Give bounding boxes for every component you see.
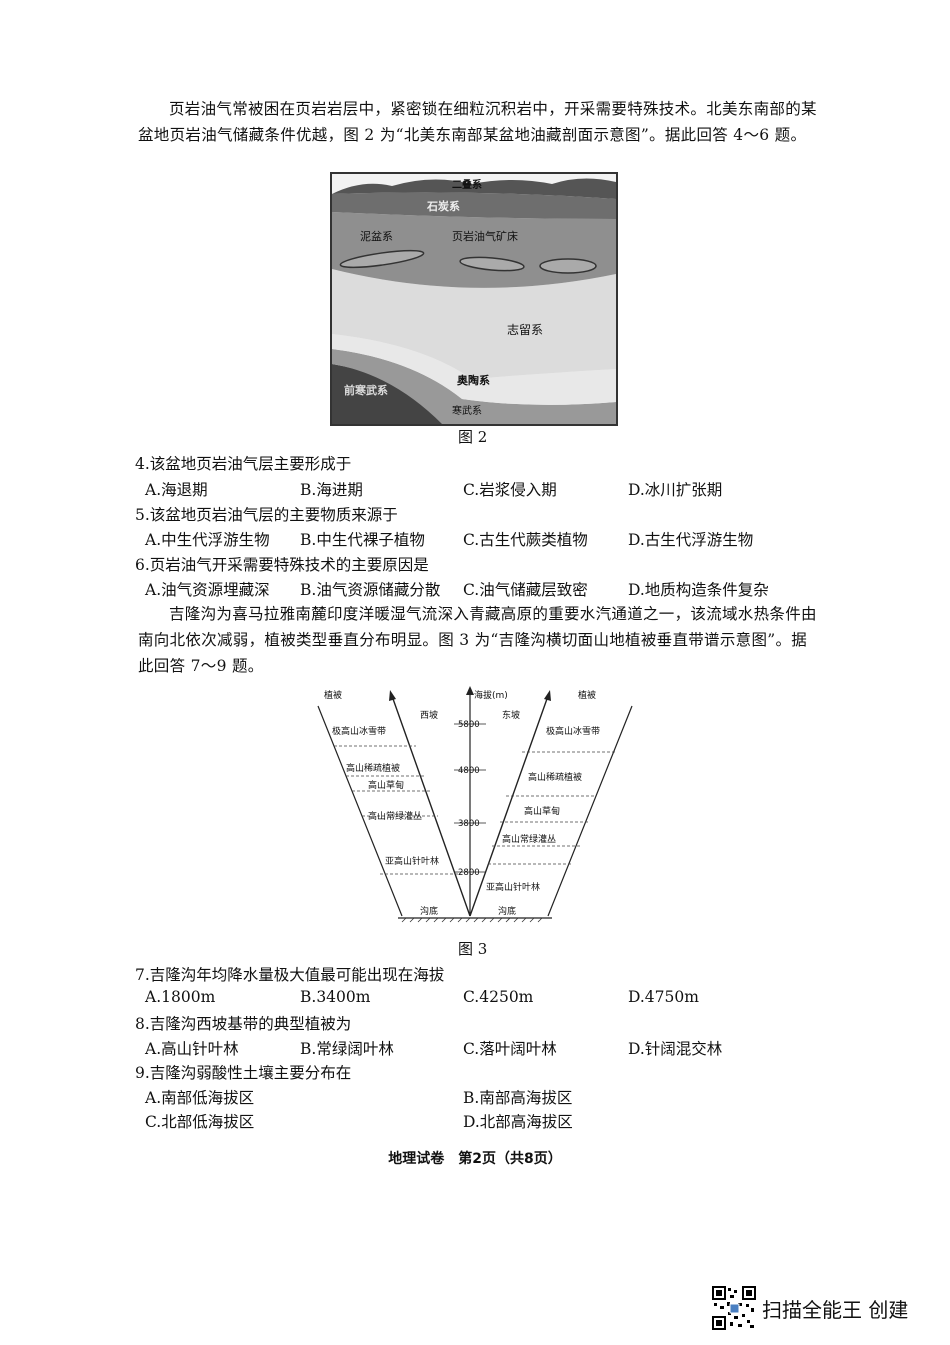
question-6-option-b: B.油气资源储藏分散 (300, 581, 441, 599)
west-zone-shrub: 高山常绿灌丛 (368, 810, 422, 822)
question-8-option-d: D.针阔混交林 (628, 1040, 723, 1058)
intro-paragraph-2: 吉隆沟为喜马拉雅南麓印度洋暖湿气流深入青藏高原的重要水汽通道之一，该流域水热条件… (138, 601, 818, 679)
label-precambrian: 前寒武系 (344, 383, 388, 397)
west-zone-ice-snow: 极高山冰雪带 (332, 725, 386, 737)
intro-text-2: 吉隆沟为喜马拉雅南麓印度洋暖湿气流深入青藏高原的重要水汽通道之一，该流域水热条件… (138, 605, 817, 675)
vegetation-zone-svg: 植被 植被 海拔(m) 西坡 东坡 5800 4800 3800 2800 极高… (317, 686, 633, 923)
question-9-option-c: C.北部低海拔区 (145, 1113, 255, 1131)
intro-paragraph-1: 页岩油气常被困在页岩岩层中，紧密锁在细粒沉积岩中，开采需要特殊技术。北美东南部的… (138, 96, 818, 148)
question-5-option-d: D.古生代浮游生物 (628, 531, 754, 549)
east-zone-ice-snow: 极高山冰雪带 (546, 725, 600, 737)
label-silurian: 志留系 (507, 323, 543, 337)
tick-3800: 3800 (458, 819, 480, 829)
question-4-option-a: A.海退期 (145, 481, 208, 499)
question-9-stem: 9.吉隆沟弱酸性土壤主要分布在 (135, 1064, 352, 1082)
figure-2-caption: 图 2 (458, 428, 488, 446)
figure-2-basin-section: 二叠系 石炭系 泥盆系 页岩油气矿床 志留系 奥陶系 寒武系 前寒武系 (330, 172, 618, 426)
label-shale-deposit: 页岩油气矿床 (452, 229, 518, 243)
question-7-option-c: C.4250m (463, 988, 534, 1006)
question-9-option-b: B.南部高海拔区 (463, 1089, 573, 1107)
west-slope-label: 西坡 (420, 709, 438, 721)
east-zone-sparse: 高山稀疏植被 (528, 771, 582, 783)
question-9-option-d: D.北部高海拔区 (463, 1113, 573, 1131)
question-7-option-d: D.4750m (628, 988, 699, 1006)
question-6-option-c: C.油气储藏层致密 (463, 581, 588, 599)
question-6-stem: 6.页岩油气开采需要特殊技术的主要原因是 (135, 556, 429, 574)
question-7-option-b: B.3400m (300, 988, 371, 1006)
label-ordovician: 奥陶系 (456, 373, 490, 387)
basin-section-svg: 二叠系 石炭系 泥盆系 页岩油气矿床 志留系 奥陶系 寒武系 前寒武系 (332, 174, 616, 424)
label-devonian: 泥盆系 (360, 229, 393, 243)
question-8-stem: 8.吉隆沟西坡基带的典型植被为 (135, 1015, 352, 1033)
right-axis-title: 植被 (578, 689, 596, 701)
tick-2800: 2800 (458, 868, 480, 878)
question-4-option-b: B.海进期 (300, 481, 363, 499)
figure-3-caption: 图 3 (458, 940, 488, 958)
tick-5800: 5800 (458, 720, 480, 730)
page-footer: 地理试卷 第2页（共8页） (388, 1151, 562, 1167)
west-valley-floor: 沟底 (420, 905, 438, 917)
question-8-option-b: B.常绿阔叶林 (300, 1040, 394, 1058)
west-zone-meadow: 高山草甸 (368, 779, 404, 791)
question-5-stem: 5.该盆地页岩油气层的主要物质来源于 (135, 506, 398, 524)
question-4-stem: 4.该盆地页岩油气层主要形成于 (135, 455, 352, 473)
elevation-axis-title: 海拔(m) (474, 689, 508, 701)
scanner-watermark: 扫描全能王 创建 (762, 1298, 909, 1322)
question-4-option-d: D.冰川扩张期 (628, 481, 723, 499)
question-7-stem: 7.吉隆沟年均降水量极大值最可能出现在海拔 (135, 966, 445, 984)
label-cambrian: 寒武系 (452, 404, 482, 417)
east-valley-floor: 沟底 (498, 905, 516, 917)
question-5-option-b: B.中生代裸子植物 (300, 531, 425, 549)
tick-4800: 4800 (458, 766, 480, 776)
question-6-option-d: D.地质构造条件复杂 (628, 581, 769, 599)
label-permian: 二叠系 (452, 178, 482, 191)
question-4-option-c: C.岩浆侵入期 (463, 481, 557, 499)
figure-3-vegetation-zones: 植被 植被 海拔(m) 西坡 东坡 5800 4800 3800 2800 极高… (310, 684, 640, 930)
east-zone-meadow: 高山草甸 (524, 805, 560, 817)
east-slope-label: 东坡 (502, 709, 520, 721)
west-zone-conifer: 亚高山针叶林 (385, 855, 439, 867)
intro-text-1: 页岩油气常被困在页岩岩层中，紧密锁在细粒沉积岩中，开采需要特殊技术。北美东南部的… (138, 100, 817, 144)
question-5-option-a: A.中生代浮游生物 (145, 531, 270, 549)
question-6-option-a: A.油气资源埋藏深 (145, 581, 270, 599)
question-7-option-a: A.1800m (145, 988, 216, 1006)
qr-code-icon (712, 1286, 756, 1330)
question-5-option-c: C.古生代蕨类植物 (463, 531, 588, 549)
question-8-option-c: C.落叶阔叶林 (463, 1040, 557, 1058)
question-9-option-a: A.南部低海拔区 (145, 1089, 255, 1107)
left-axis-title: 植被 (324, 689, 342, 701)
question-8-option-a: A.高山针叶林 (145, 1040, 239, 1058)
label-carboniferous: 石炭系 (426, 199, 460, 213)
east-zone-shrub: 高山常绿灌丛 (502, 833, 556, 845)
east-zone-conifer: 亚高山针叶林 (486, 881, 540, 893)
west-zone-sparse: 高山稀疏植被 (346, 762, 400, 774)
